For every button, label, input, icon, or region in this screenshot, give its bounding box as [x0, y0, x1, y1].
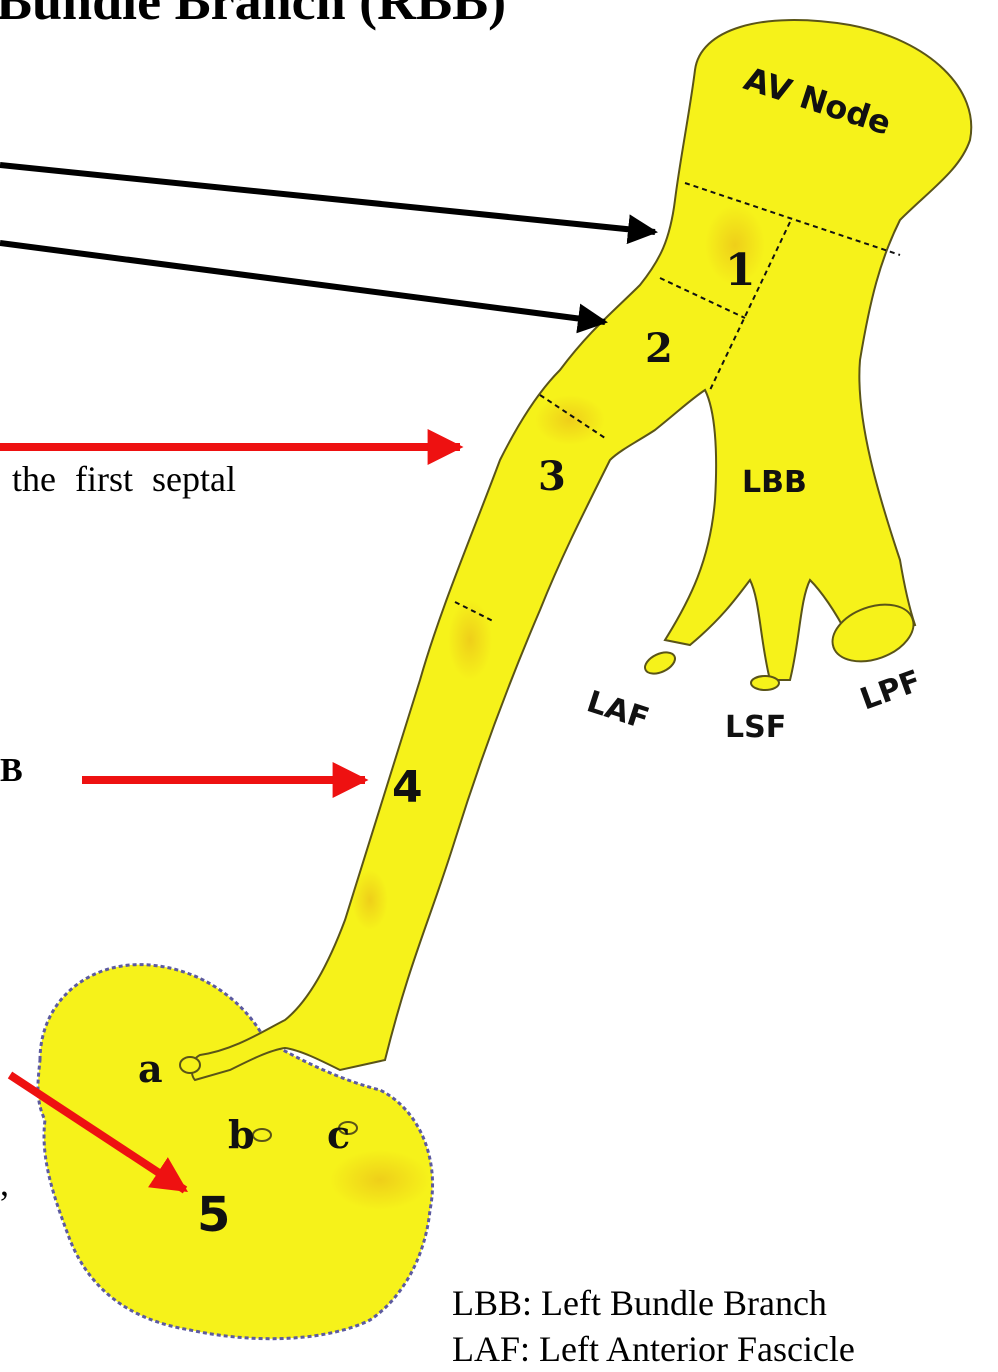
septal-text-fragment: the first septal [12, 458, 236, 500]
segment-2-label: 2 [645, 325, 673, 372]
legend: LBB: Left Bundle Branch LAF: Left Anteri… [452, 1280, 855, 1372]
laf-label: LAF [583, 684, 654, 737]
av-node-his-bundle [192, 20, 972, 1080]
legend-item: LAF: Left Anterior Fascicle [452, 1326, 855, 1372]
branch-b-label: b [228, 1112, 255, 1157]
segment-1-label: 1 [725, 245, 756, 296]
bold-b-fragment: B [0, 752, 23, 790]
segment-3-label: 3 [538, 453, 566, 500]
branch-b-end [253, 1129, 271, 1141]
branch-c-label: c [327, 1112, 350, 1157]
segment-4-label: 4 [392, 762, 423, 813]
laf-end [642, 648, 679, 678]
segment-5-label: 5 [197, 1187, 230, 1243]
black-arrows [0, 165, 655, 322]
branch-a-end [180, 1057, 200, 1073]
lpf-label: LPF [856, 664, 926, 718]
comma-fragment: , [0, 1162, 9, 1204]
lbb-label: LBB [742, 465, 807, 500]
lsf-label: LSF [725, 710, 786, 745]
branch-a-label: a [138, 1046, 163, 1091]
lsf-end [751, 676, 779, 690]
legend-item: LBB: Left Bundle Branch [452, 1280, 855, 1326]
